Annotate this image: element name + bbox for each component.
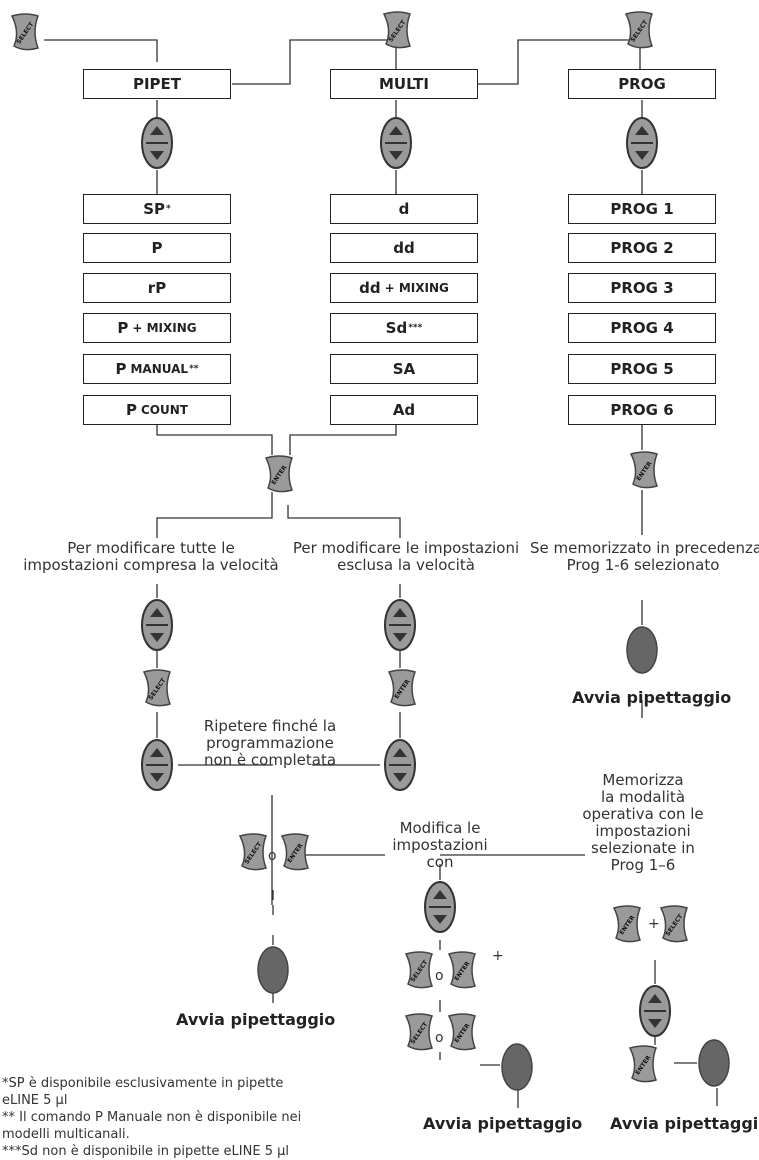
up-down-button-icon [140, 116, 174, 174]
enter-button-icon: ENTER [445, 950, 479, 994]
pipet-mode-sp: SP* [83, 194, 231, 224]
footnote: ** Il comando P Manuale non è disponibil… [2, 1110, 302, 1125]
prog-mode-5: PROG 5 [568, 354, 716, 384]
enter-button-icon: ENTER [626, 1044, 660, 1088]
footnote: ***Sd non è disponibile in pipette eLINE… [2, 1144, 289, 1159]
prog-title: PROG [618, 75, 666, 93]
enter-button-icon: ENTER [262, 454, 296, 498]
prog-mode-box: PROG [568, 69, 716, 99]
prog-mode-2: PROG 2 [568, 233, 716, 263]
start-button-icon [697, 1038, 731, 1092]
enter-button-icon: ENTER [445, 1012, 479, 1056]
select-button-icon: SELECT [140, 668, 174, 712]
select-button-icon: SELECT [380, 10, 414, 54]
enter-button-icon: ENTER [385, 668, 419, 712]
pipet-title: PIPET [132, 75, 182, 93]
multi-mode-ad: Ad [330, 395, 478, 425]
enter-button-icon: ENTER [610, 904, 644, 948]
multi-mode-box: MULTI [330, 69, 478, 99]
start-button-icon [625, 625, 659, 679]
plus-label: + [492, 948, 504, 964]
select-button-icon: SELECT [622, 10, 656, 54]
pipet-mode-box: PIPET [83, 69, 231, 99]
enter-button-icon: ENTER [627, 450, 661, 494]
prog-mode-1: PROG 1 [568, 194, 716, 224]
or-label: o [435, 1030, 444, 1046]
up-down-button-icon [625, 116, 659, 174]
select-button-icon: SELECT [657, 904, 691, 948]
up-down-button-icon [423, 880, 457, 938]
prog-mode-4: PROG 4 [568, 313, 716, 343]
start-button-icon [256, 945, 290, 999]
up-down-button-icon [383, 738, 417, 796]
select-button-icon: SELECT [236, 832, 270, 876]
pipet-mode-rp: rP [83, 273, 231, 303]
multi-mode-dd-mixing: dd+ MIXING [330, 273, 478, 303]
select-button-icon: SELECT [8, 12, 42, 56]
multi-mode-sa: SA [330, 354, 478, 384]
start-pipetting-label: Avvia pipettaggio [610, 1114, 759, 1133]
start-pipetting-label: Avvia pipettaggio [176, 1010, 336, 1029]
footnote: *SP è disponibile esclusivamente in pipe… [2, 1076, 284, 1091]
pipet-mode-p-mixing: P+ MIXING [83, 313, 231, 343]
plus-label: + [648, 916, 660, 932]
up-down-button-icon [140, 738, 174, 796]
multi-mode-d: d [330, 194, 478, 224]
start-pipetting-label: Avvia pipettaggio [572, 688, 732, 707]
prog-mode-3: PROG 3 [568, 273, 716, 303]
pipet-mode-p: P [83, 233, 231, 263]
or-label: o [268, 848, 277, 864]
start-button-icon [500, 1042, 534, 1096]
up-down-button-icon [140, 598, 174, 656]
footnotes: *SP è disponibile esclusivamente in pipe… [2, 1075, 352, 1160]
select-button-icon: SELECT [402, 950, 436, 994]
multi-mode-dd: dd [330, 233, 478, 263]
multi-mode-sd: Sd*** [330, 313, 478, 343]
footnote: eLINE 5 µl [2, 1093, 68, 1108]
multi-title: MULTI [379, 75, 429, 93]
footnote: modelli multicanali. [2, 1127, 130, 1142]
or-label: o [435, 968, 444, 984]
up-down-button-icon [638, 984, 672, 1042]
start-pipetting-label: Avvia pipettaggio [423, 1114, 583, 1133]
up-down-button-icon [379, 116, 413, 174]
enter-button-icon: ENTER [278, 832, 312, 876]
prog-mode-6: PROG 6 [568, 395, 716, 425]
up-down-button-icon [383, 598, 417, 656]
select-button-icon: SELECT [402, 1012, 436, 1056]
